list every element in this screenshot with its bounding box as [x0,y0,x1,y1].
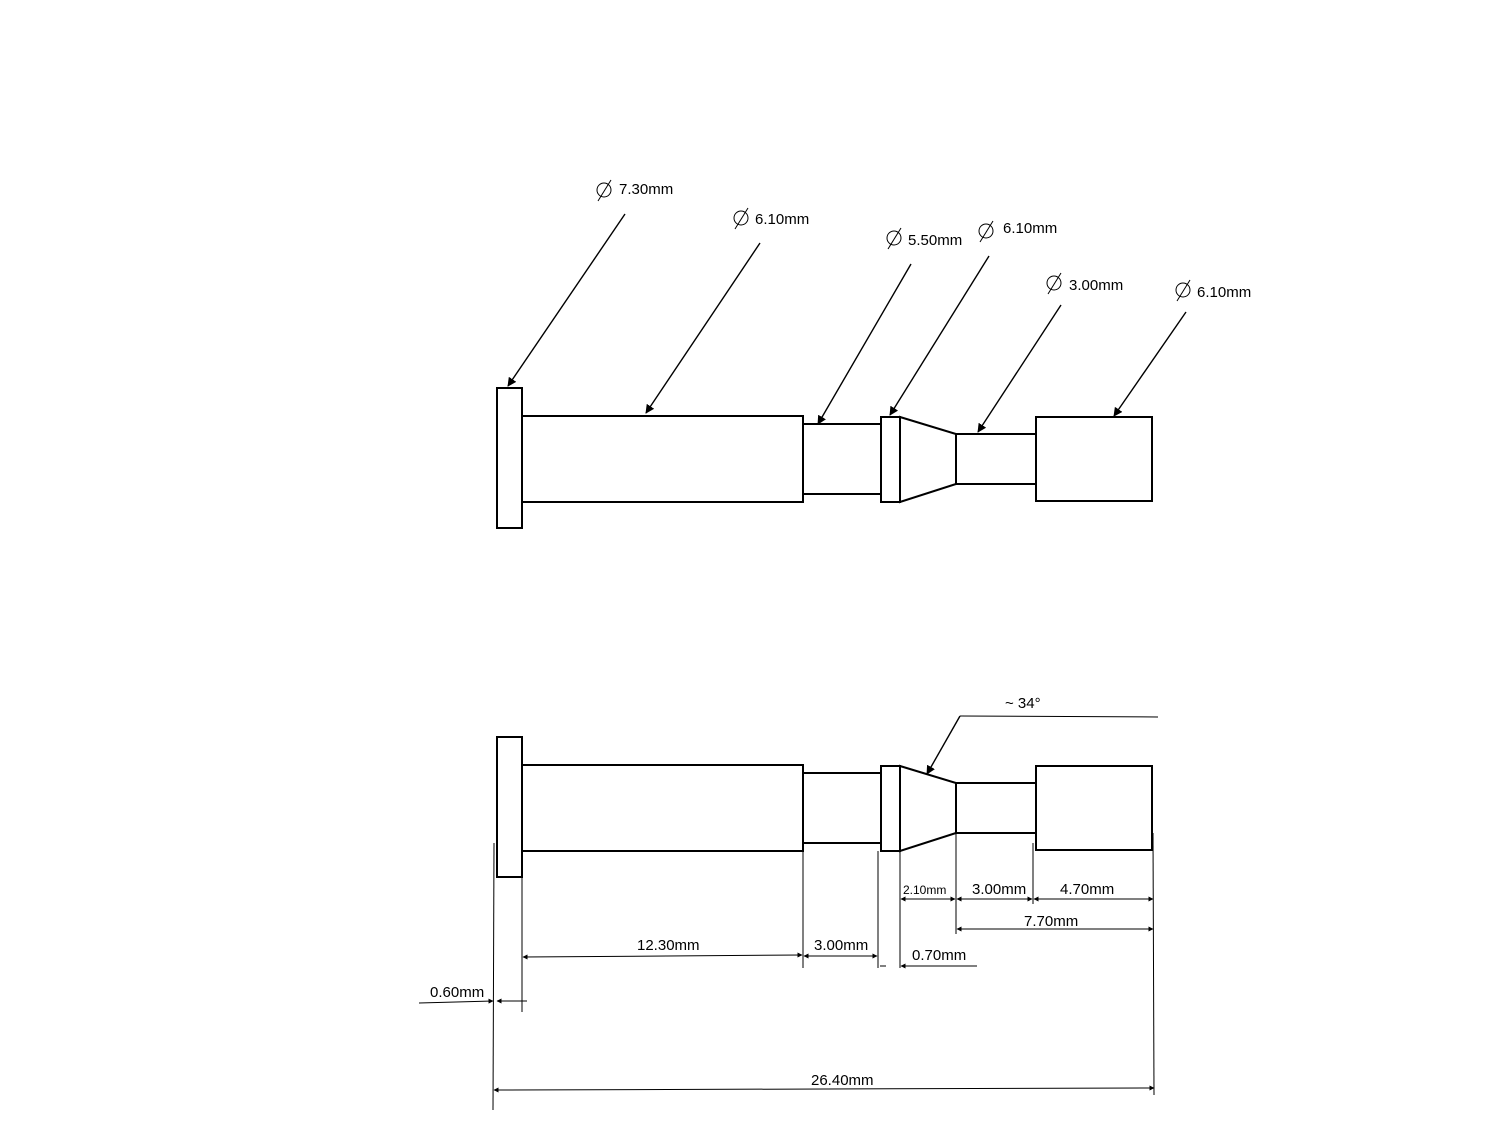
leader-shaft-main [645,242,761,414]
diameter-label-shaft-main: 6.10mm [755,211,809,228]
dim-line-shaft-main [522,952,803,960]
diameter-icon [978,220,994,243]
length-label-collar: 0.70mm [912,947,966,964]
top-neck [802,423,882,495]
diameter-icon [886,227,902,250]
bottom-end-cap [1035,765,1153,851]
extension-lines [492,832,1155,1111]
leader-taper-neck [977,304,1062,433]
bottom-collar [880,765,901,852]
diameter-icon [733,207,749,230]
diameter-label-flange: 7.30mm [619,181,673,198]
diameter-label-taper-neck: 3.00mm [1069,277,1123,294]
length-label-neck: 3.00mm [814,937,868,954]
leader-neck [817,263,912,425]
diameter-icon [1175,279,1191,302]
diameter-icon [596,179,612,202]
diameter-leaders [507,213,1187,433]
top-taper-neck [955,433,1037,485]
top-taper [899,415,957,504]
length-label-taper: 2.10mm [903,883,946,897]
diameter-label-collar: 6.10mm [1003,220,1057,237]
bottom-shaft-main [521,764,804,852]
angle-label: ~ 34° [1005,695,1041,712]
diameter-label-end-cap: 6.10mm [1197,284,1251,301]
length-label-taper-neck: 3.00mm [972,881,1026,898]
leader-flange [507,213,626,387]
length-label-shaft-main: 12.30mm [637,937,700,954]
dimension-lines [418,896,1155,1093]
diameter-icon [1046,272,1062,295]
diameter-symbols [596,179,1191,302]
dim-line-overall [493,1085,1155,1093]
length-label-end-cap: 4.70mm [1060,881,1114,898]
length-label-flange: 0.60mm [430,984,484,1001]
angle-leader [926,715,1159,775]
leader-end-cap [1113,311,1187,417]
length-label-right-section: 7.70mm [1024,913,1078,930]
bottom-taper [899,764,957,853]
length-label-overall: 26.40mm [811,1072,874,1089]
top-shaft-main [521,415,804,503]
top-collar [880,416,901,503]
bottom-neck [802,772,882,844]
bottom-view-part [496,736,1153,878]
top-view-part [496,387,1153,529]
bottom-flange [496,736,523,878]
leader-collar [889,255,990,416]
dim-line-flange [418,998,494,1004]
top-flange [496,387,523,529]
bottom-taper-neck [955,782,1037,834]
top-end-cap [1035,416,1153,502]
diameter-label-neck: 5.50mm [908,232,962,249]
